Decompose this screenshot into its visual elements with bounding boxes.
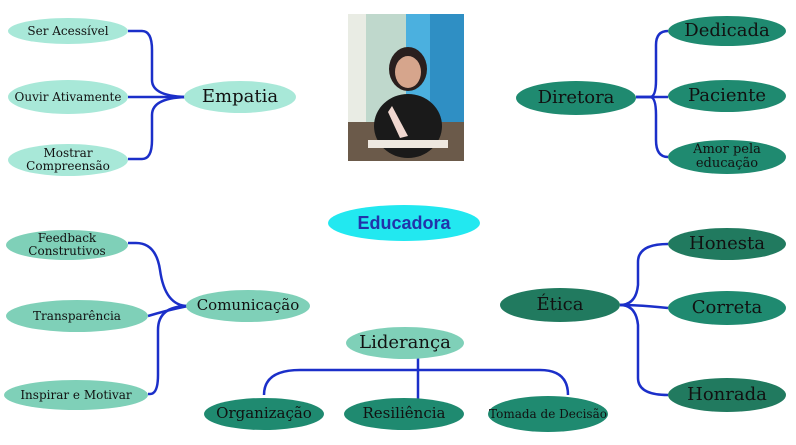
educator-photo — [348, 14, 464, 161]
node-paciente: Paciente — [668, 80, 786, 112]
node-correta: Correta — [668, 291, 786, 325]
node-feedback-construtivos: Feedback Construtivos — [6, 230, 128, 260]
central-topic: Educadora — [328, 205, 480, 241]
node-inspirar-e-motivar: Inspirar e Motivar — [4, 380, 148, 410]
node-ser-acessivel: Ser Acessível — [8, 18, 128, 44]
node-dedicada: Dedicada — [668, 16, 786, 46]
node-resiliencia: Resiliência — [344, 398, 464, 430]
node-transparencia: Transparência — [6, 300, 148, 332]
node-comunicacao: Comunicação — [186, 290, 310, 322]
node-lideranca: Liderança — [346, 327, 464, 359]
node-amor-pela-educacao: Amor pela educação — [668, 140, 786, 174]
node-etica: Ética — [500, 288, 620, 322]
node-empatia: Empatia — [184, 81, 296, 113]
node-organizacao: Organização — [204, 398, 324, 430]
node-diretora: Diretora — [516, 81, 636, 115]
node-ouvir-ativamente: Ouvir Ativamente — [8, 80, 128, 114]
node-mostrar-compreensao: Mostrar Compreensão — [8, 144, 128, 176]
node-tomada-de-decisao: Tomada de Decisão — [488, 396, 608, 432]
node-honrada: Honrada — [668, 378, 786, 412]
node-honesta: Honesta — [668, 228, 786, 260]
